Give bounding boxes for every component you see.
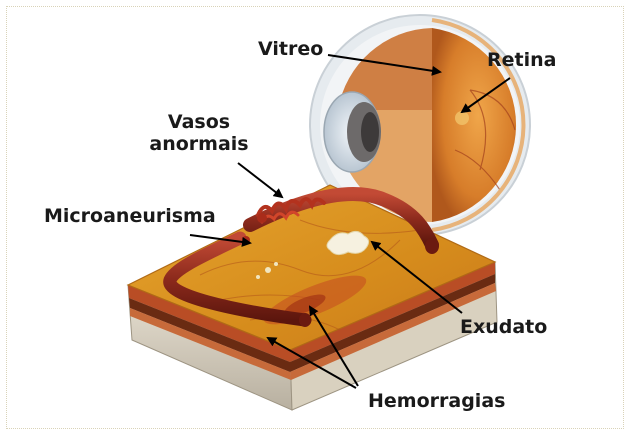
label-microaneurisma: Microaneurisma — [44, 205, 216, 227]
label-vasos-line2: anormais — [140, 133, 258, 155]
label-hemorragias: Hemorragias — [368, 390, 505, 412]
label-vasos-anormais: Vasos anormais — [140, 111, 258, 155]
label-retina: Retina — [487, 49, 556, 71]
label-exudato: Exudato — [460, 316, 547, 338]
vasos-arrow — [238, 163, 282, 197]
label-vitreo: Vitreo — [258, 38, 323, 60]
microaneurysm — [257, 213, 267, 223]
label-vasos-line1: Vasos — [140, 111, 258, 133]
